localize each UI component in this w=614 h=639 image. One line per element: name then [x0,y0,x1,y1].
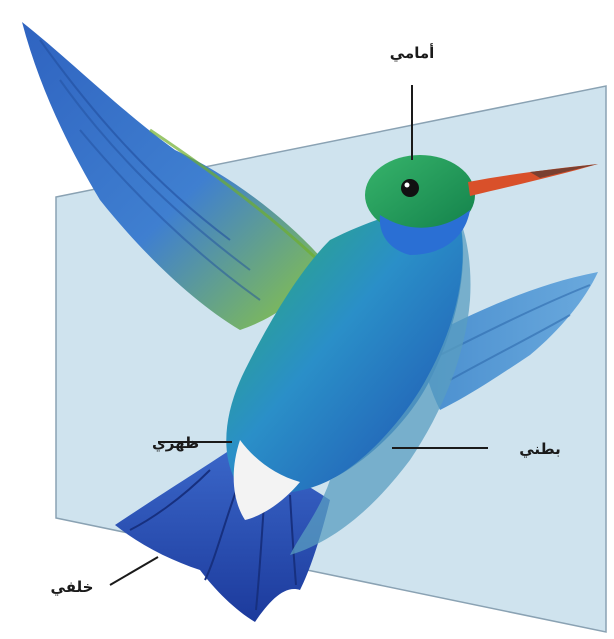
eye [401,179,419,197]
label-anterior: أمامي [390,43,435,62]
label-posterior: خلفي [51,578,94,596]
label-dorsal: ظهري [152,434,199,453]
posterior-leader-line [110,557,158,585]
label-ventral: بطني [519,440,561,458]
